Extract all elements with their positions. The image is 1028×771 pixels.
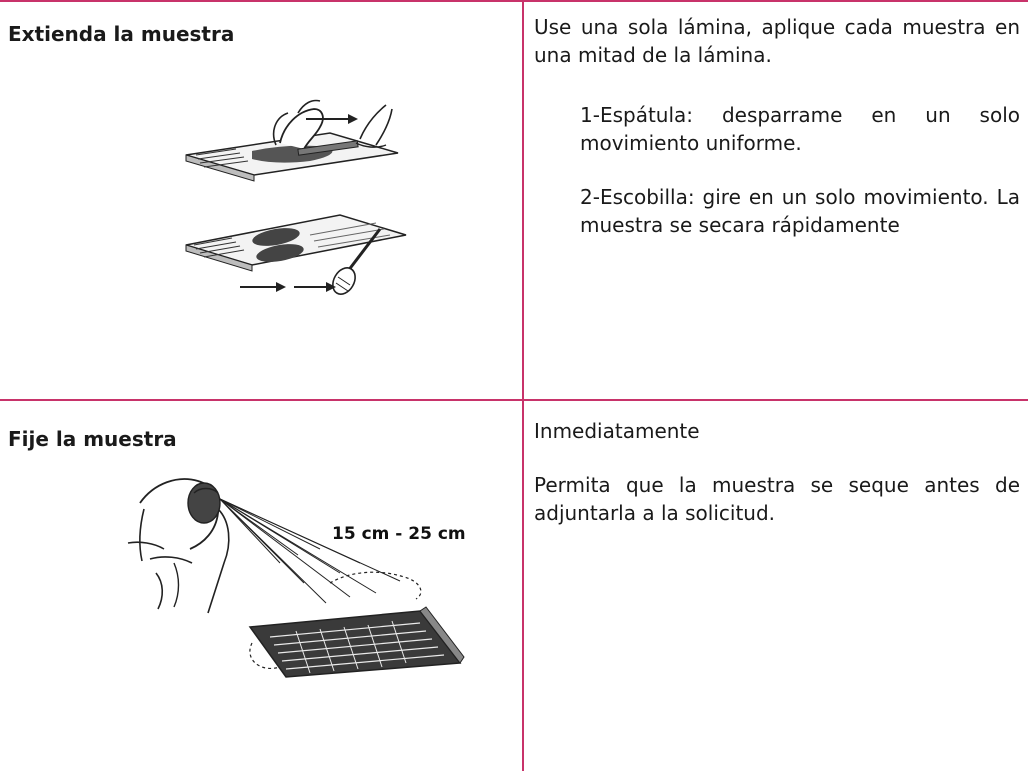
row-2-left-cell: Fije la muestra [0, 401, 522, 771]
row-1-paragraph: 1-Espátula: desparrame en un solo movimi… [580, 103, 1020, 155]
row-2-paragraph: Permita que la muestra se seque antes de… [534, 473, 1020, 525]
middle-rule [0, 399, 1028, 401]
smear-slides-illustration [185, 99, 407, 295]
row-2-paragraph: Inmediatamente [534, 419, 700, 443]
row-1-paragraph: 2-Escobilla: gire en un solo movimiento.… [580, 185, 1020, 237]
distance-label: 15 cm - 25 cm [332, 524, 466, 544]
table-row: Fije la muestra [0, 401, 1028, 771]
row-1-right-cell: Use una sola lámina, aplique cada muestr… [526, 0, 1020, 399]
row-1-left-cell: Extienda la muestra [0, 0, 522, 399]
column-divider [522, 0, 524, 771]
spray-fixative-illustration: 15 cm - 25 cm [127, 478, 466, 678]
top-rule [0, 0, 1028, 2]
row-1-heading: Extienda la muestra [8, 22, 235, 46]
table-row: Extienda la muestra [0, 0, 1020, 399]
row-1-paragraph: Use una sola lámina, aplique cada muestr… [534, 15, 1020, 67]
row-2-right-cell: Inmediatamente Permita que la muestra se… [526, 401, 1020, 771]
row-2-heading: Fije la muestra [8, 427, 177, 451]
